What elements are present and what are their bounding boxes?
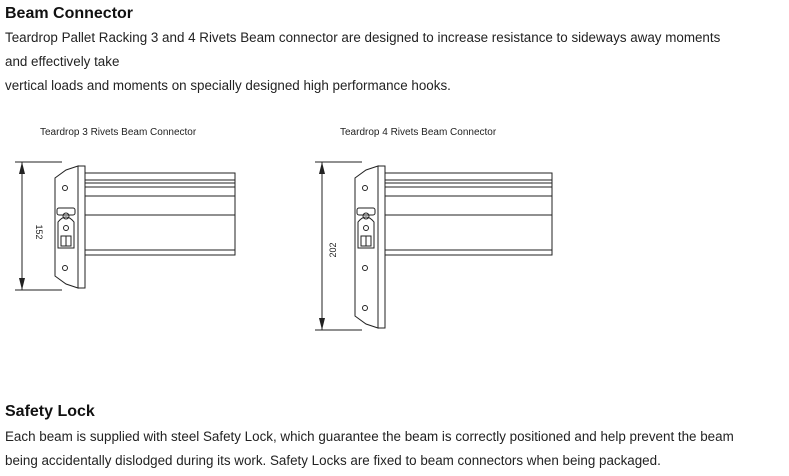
beam-connector-heading: Beam Connector <box>5 5 134 22</box>
dimension-label: 152 <box>34 224 44 239</box>
safety-lock-description: Each beam is supplied with steel Safety … <box>5 425 785 473</box>
diagram-caption-3-rivets: Teardrop 3 Rivets Beam Connector <box>40 127 197 138</box>
description-line: Teardrop Pallet Racking 3 and 4 Rivets B… <box>5 30 721 45</box>
beam-connector-description: Teardrop Pallet Racking 3 and 4 Rivets B… <box>5 26 785 98</box>
diagram-caption-4-rivets: Teardrop 4 Rivets Beam Connector <box>340 127 497 138</box>
diagram-3-rivets-beam-connector: 152 <box>15 161 236 291</box>
description-line: and effectively take <box>5 54 120 69</box>
description-line: Each beam is supplied with steel Safety … <box>5 429 734 444</box>
description-line: being accidentally dislodged during its … <box>5 453 661 468</box>
diagram-4-rivets-beam-connector: 202 <box>315 161 553 331</box>
safety-lock-heading: Safety Lock <box>5 403 95 420</box>
description-line: vertical loads and moments on specially … <box>5 78 451 93</box>
dimension-label: 202 <box>328 242 338 257</box>
